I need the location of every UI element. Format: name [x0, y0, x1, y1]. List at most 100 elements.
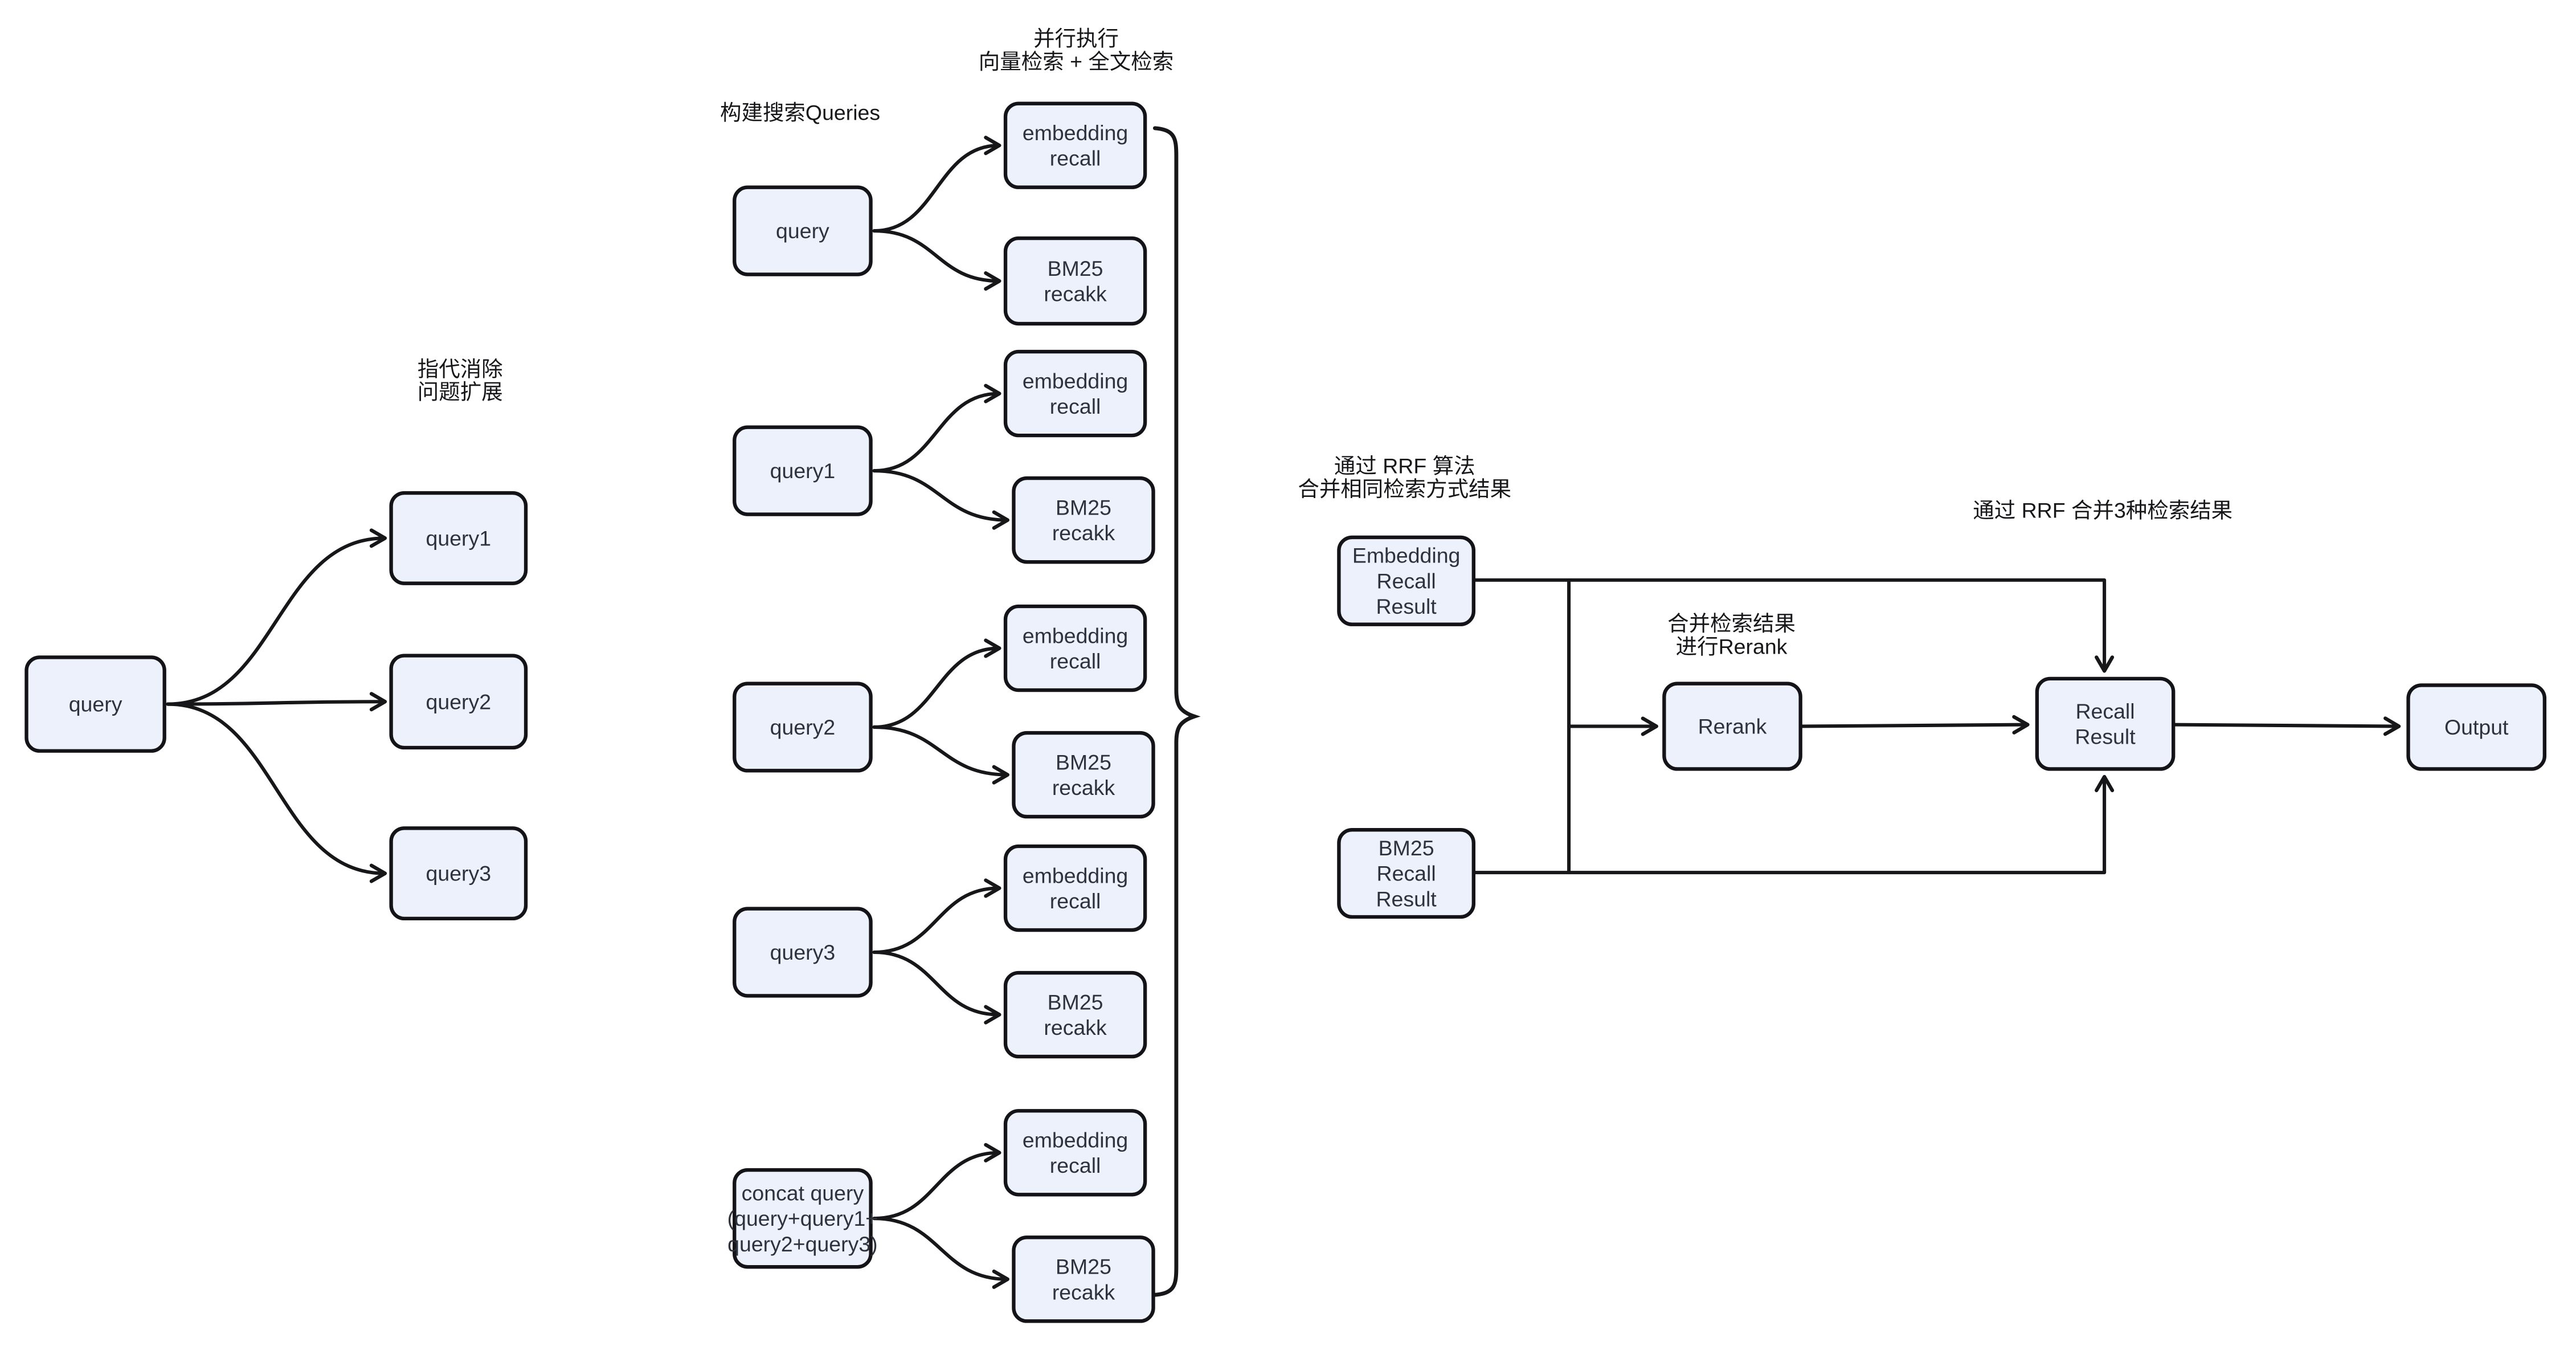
node-l_query1: query1 — [389, 491, 528, 585]
node-bm25_res-label-line3: Result — [1376, 887, 1437, 911]
node-l_query: query — [24, 655, 166, 753]
node-m_concat: concat query(query+query1+query2+query3) — [727, 1168, 878, 1269]
node-m_query3-label-line1: query3 — [770, 940, 836, 964]
node-r2b-label-line2: recakk — [1052, 521, 1115, 545]
node-l_query3-box — [389, 826, 528, 921]
edges-layer — [166, 136, 2401, 1289]
node-r1b-label-line2: recakk — [1044, 282, 1107, 306]
edge-bm25res-to-recallresult — [1471, 774, 2115, 875]
label-coref-expand-line2: 问题扩展 — [418, 380, 503, 404]
node-r1a-label-line1: embedding — [1023, 121, 1128, 145]
node-rerank-label-line1: Rerank — [1698, 715, 1767, 739]
node-output: Output — [2406, 683, 2547, 771]
node-r1a-box — [1003, 101, 1147, 189]
node-m_concat-label-line2: (query+query1+ — [727, 1206, 878, 1230]
label-merge-rerank-line1: 合并检索结果 — [1667, 611, 1796, 635]
node-r5b-label-line1: BM25 — [1056, 1255, 1111, 1279]
label-build-queries: 构建搜索Queries — [720, 100, 880, 124]
label-rrf-merge-same-line1: 通过 RRF 算法 — [1334, 454, 1475, 478]
node-r3b-label-line2: recakk — [1052, 776, 1115, 800]
node-l_query2-box — [389, 654, 528, 750]
node-rerank: Rerank — [1662, 682, 1802, 771]
node-m_query3-box — [733, 907, 873, 998]
node-m_query2-label-line1: query2 — [770, 715, 836, 739]
node-m_query2: query2 — [733, 682, 873, 773]
brace-layer — [1152, 126, 1201, 1297]
label-rrf-merge-same-line2: 合并相同检索方式结果 — [1298, 477, 1511, 501]
node-r2a-box — [1003, 349, 1147, 438]
node-bm25_res-label-line2: Recall — [1377, 862, 1436, 886]
nodes-layer: query query1 query2 query3 query query1 query2… — [24, 101, 2547, 1323]
node-emb_res-label-line3: Result — [1376, 594, 1437, 618]
node-r2a-label-line2: recall — [1050, 394, 1101, 418]
edge-mquery1-to-embedding2 — [872, 384, 1001, 473]
label-rrf-merge-3: 通过 RRF 合并3种检索结果 — [1973, 498, 2232, 522]
edge-mquery-to-bm25-1 — [872, 229, 1001, 291]
edge-embres-to-recallresult — [1471, 578, 2115, 673]
label-build-queries-line1: 构建搜索Queries — [720, 100, 880, 124]
node-l_query-label-line1: query — [69, 692, 122, 716]
edge-mquery2-to-embedding3 — [872, 638, 1001, 729]
node-l_query1-box — [389, 491, 528, 585]
label-coref-expand-line1: 指代消除 — [418, 357, 503, 381]
edge-concat-to-embedding5 — [872, 1143, 1001, 1221]
node-r5b-box — [1012, 1235, 1155, 1323]
node-r5a-box — [1003, 1109, 1147, 1197]
node-recall_result-box — [2035, 676, 2176, 771]
node-m_query2-box — [733, 682, 873, 773]
node-r3b-box — [1012, 731, 1155, 819]
node-m_query1-box — [733, 425, 873, 516]
edge-mquery3-to-bm25-4 — [872, 950, 1001, 1025]
node-r2b-label-line1: BM25 — [1056, 495, 1111, 519]
label-parallel-exec-line1: 并行执行 — [1033, 27, 1119, 51]
node-r2b-box — [1012, 476, 1155, 564]
node-output-label-line1: Output — [2444, 715, 2509, 739]
node-m_query1-label-line1: query1 — [770, 459, 836, 483]
node-recall_result-label-line2: Result — [2075, 725, 2136, 749]
edge-query-to-query3 — [166, 702, 387, 883]
node-r1b-label-line1: BM25 — [1048, 256, 1103, 280]
edge-concat-to-bm25-5 — [872, 1217, 1009, 1289]
node-r4a-box — [1003, 844, 1147, 932]
node-emb_res-label-line1: Embedding — [1352, 544, 1461, 568]
node-r3b-label-line1: BM25 — [1056, 750, 1111, 774]
label-parallel-exec-line2: 向量检索 + 全文检索 — [979, 50, 1173, 74]
node-l_query3-label-line1: query3 — [426, 862, 492, 886]
node-bm25_res-label-line1: BM25 — [1379, 836, 1434, 860]
node-r3a-box — [1003, 604, 1147, 692]
node-emb_res-box — [1337, 535, 1476, 626]
edge-rerank-to-recallresult — [1798, 715, 2030, 735]
node-recall_result-label-line1: Recall — [2075, 699, 2135, 723]
node-l_query1-label-line1: query1 — [426, 526, 492, 550]
node-m_query-box — [733, 185, 873, 276]
node-r5a-label-line2: recall — [1050, 1153, 1101, 1177]
node-l_query-box — [24, 655, 166, 753]
node-emb_res-label-line2: Recall — [1377, 569, 1436, 593]
edge-mquery2-to-bm25-3 — [872, 725, 1009, 785]
label-merge-rerank-line2: 进行Rerank — [1676, 635, 1788, 659]
edge-recallresult-to-output — [2172, 716, 2401, 736]
node-m_query-label-line1: query — [776, 219, 829, 243]
node-l_query2: query2 — [389, 654, 528, 750]
node-r5b-label-line2: recakk — [1052, 1280, 1115, 1304]
node-r1b-box — [1003, 236, 1147, 326]
node-r4b-label-line1: BM25 — [1048, 990, 1103, 1014]
node-r3a-label-line2: recall — [1050, 649, 1101, 673]
node-r4b-box — [1003, 970, 1147, 1059]
node-m_concat-label-line1: concat query — [742, 1181, 864, 1205]
